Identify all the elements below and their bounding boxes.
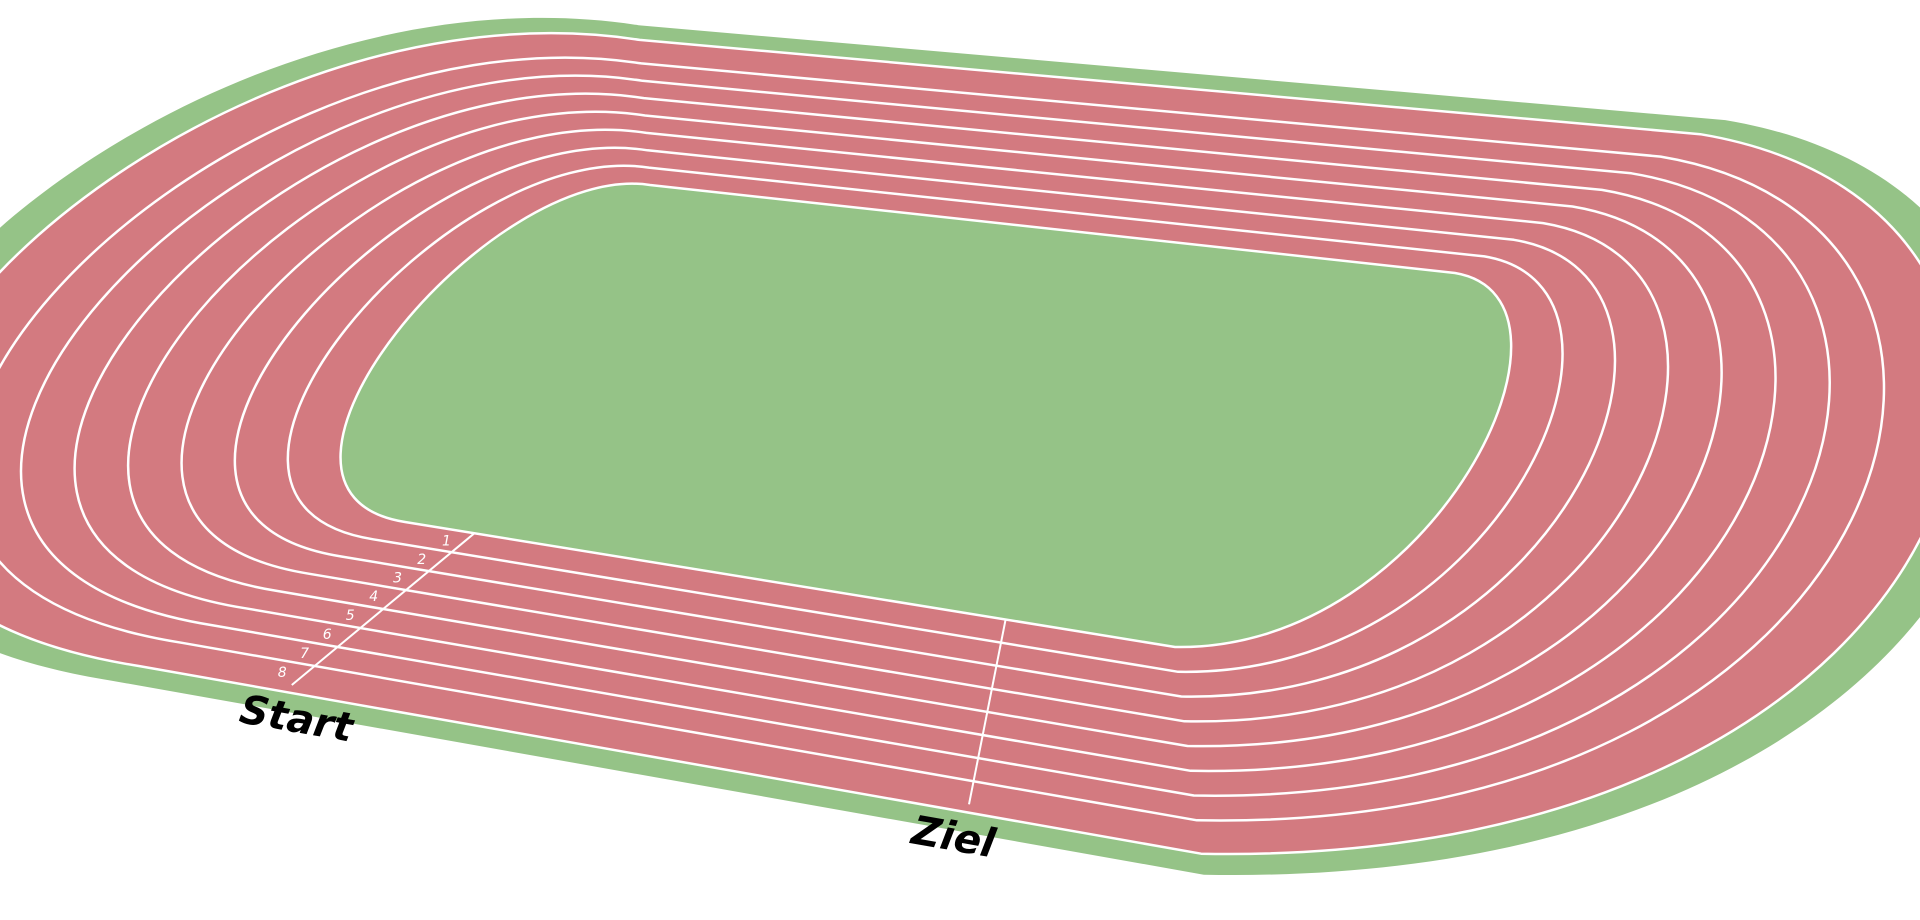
lane-number-8: 8 (278, 665, 287, 681)
track-outer-edge-line (0, 32, 1920, 855)
infield-grass (339, 182, 1513, 649)
lane-line-2 (233, 146, 1617, 698)
lane-line-3 (180, 128, 1670, 723)
lane-number-1: 1 (442, 533, 451, 549)
lane-number-2: 2 (417, 552, 426, 568)
finish-line (968, 619, 1007, 805)
lane-number-6: 6 (323, 627, 332, 643)
track-marks (291, 532, 1007, 805)
lane-number-5: 5 (346, 608, 355, 624)
lane-number-3: 3 (393, 571, 402, 587)
lane-line-7 (0, 56, 1886, 822)
lane-line-1 (286, 164, 1564, 674)
lane-number-7: 7 (300, 646, 309, 662)
lane-line-5 (73, 92, 1777, 773)
lane-line-6 (19, 74, 1831, 797)
lane-number-4: 4 (369, 589, 378, 605)
start-line (291, 532, 475, 686)
lane-line-4 (127, 110, 1723, 748)
track-shapes (0, 17, 1920, 875)
